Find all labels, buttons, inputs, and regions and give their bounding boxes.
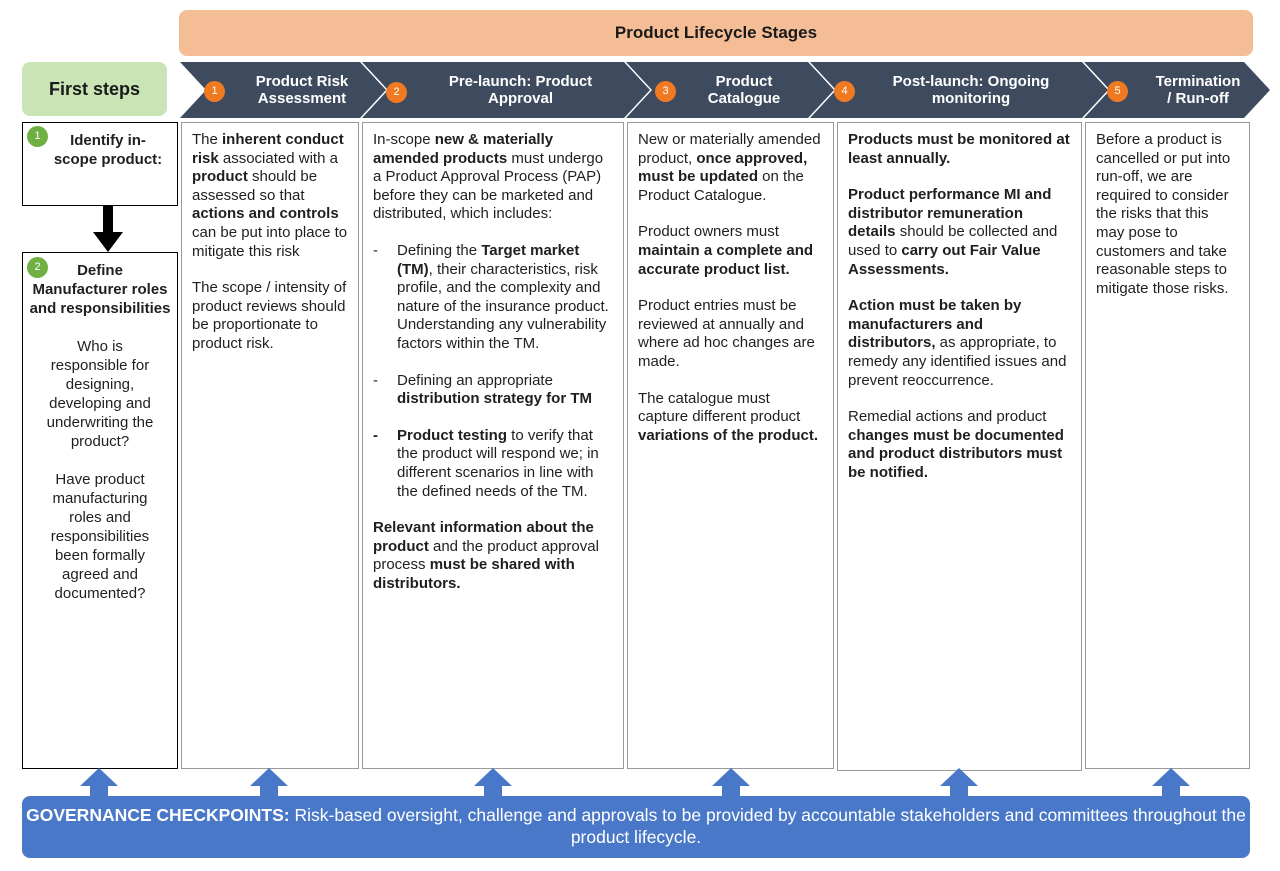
stage-2-para-1: In-scope new & materially amended produc… bbox=[373, 131, 604, 223]
stage-title-3a: Product bbox=[715, 73, 773, 90]
stage-title-1a: Product Risk bbox=[255, 73, 349, 90]
stage-title-2a: Pre-launch: Product bbox=[448, 73, 593, 90]
up-arrow-icon bbox=[474, 768, 512, 798]
first-steps-header: First steps bbox=[22, 62, 167, 116]
first-step-2-badge: 2 bbox=[27, 257, 48, 278]
first-step-1-label: Identify in-scope product: bbox=[53, 132, 163, 168]
up-arrow-icon bbox=[80, 768, 118, 798]
stage-2-para-2: Relevant information about the product a… bbox=[373, 519, 599, 592]
stage-title-3b: Catalogue bbox=[707, 90, 781, 107]
stage-3-para-2: Product owners must maintain a complete … bbox=[638, 223, 814, 278]
stage-4-para-2: Product performance MI and distributor r… bbox=[848, 186, 1058, 278]
stage-badge-1: 1 bbox=[204, 81, 225, 102]
stage-3-para-3: Product entries must be reviewed at annu… bbox=[638, 297, 815, 370]
first-step-2-question-1: Who is responsible for designing, develo… bbox=[46, 338, 154, 450]
stage-title-5a: Termination bbox=[1155, 73, 1241, 90]
stage-1-para-1: The inherent conduct risk associated wit… bbox=[192, 131, 348, 260]
stage-3-para-4: The catalogue must capture different pro… bbox=[638, 389, 819, 444]
stage-1-para-2: The scope / intensity of product reviews… bbox=[192, 279, 347, 352]
stage-2-content: In-scope new & materially amended produc… bbox=[362, 122, 624, 769]
up-arrow-icon bbox=[940, 768, 978, 798]
stage-3-para-1: New or materially amended product, once … bbox=[638, 131, 821, 204]
governance-banner: GOVERNANCE CHECKPOINTS: Risk-based overs… bbox=[22, 796, 1250, 858]
stage-badge-3: 3 bbox=[655, 81, 676, 102]
governance-label: GOVERNANCE CHECKPOINTS: bbox=[26, 805, 290, 825]
stage-head-3: 3 Product Catalogue bbox=[650, 62, 810, 118]
stage-title-4b: monitoring bbox=[931, 90, 1011, 107]
stage-4-para-1: Products must be monitored at least annu… bbox=[848, 131, 1070, 167]
stage-5-para-1: Before a product is cancelled or put int… bbox=[1096, 131, 1231, 297]
stage-head-5: 5 Termination / Run-off bbox=[1102, 62, 1262, 118]
stage-4-para-4: Remedial actions and product changes mus… bbox=[848, 408, 1064, 481]
first-steps-title: First steps bbox=[48, 78, 141, 99]
up-arrow-icon bbox=[250, 768, 288, 798]
stage-2-list-item-1: Defining the Target market (TM), their c… bbox=[373, 242, 613, 354]
stage-head-1: 1 Product Risk Assessment bbox=[200, 62, 370, 118]
first-step-2-question-2: Have product manufacturing roles and res… bbox=[50, 471, 150, 602]
stage-1-content: The inherent conduct risk associated wit… bbox=[181, 122, 359, 769]
first-step-2-box: 2 Define Manufacturer roles and responsi… bbox=[22, 252, 178, 769]
banner-title: Product Lifecycle Stages bbox=[614, 23, 818, 42]
stage-title-2b: Approval bbox=[487, 90, 553, 107]
up-arrow-icon bbox=[1152, 768, 1190, 798]
stage-2-list-item-2: Defining an appropriate distribution str… bbox=[373, 372, 613, 409]
down-arrow-icon bbox=[93, 206, 123, 252]
governance-text: Risk-based oversight, challenge and appr… bbox=[289, 805, 1246, 847]
stage-title-1b: Assessment bbox=[257, 90, 347, 107]
stage-badge-2: 2 bbox=[386, 82, 407, 103]
stage-title-5b: / Run-off bbox=[1167, 90, 1229, 107]
lifecycle-banner: Product Lifecycle Stages bbox=[179, 10, 1253, 56]
first-step-2-title: Define Manufacturer roles and responsibi… bbox=[29, 262, 171, 317]
up-arrow-icon bbox=[712, 768, 750, 798]
stage-badge-5: 5 bbox=[1107, 81, 1128, 102]
stage-5-content: Before a product is cancelled or put int… bbox=[1085, 122, 1250, 769]
stage-2-list: Defining the Target market (TM), their c… bbox=[373, 242, 613, 501]
stage-4-para-3: Action must be taken by manufacturers an… bbox=[848, 297, 1067, 389]
stage-2-list-item-3: Product testing to verify that the produ… bbox=[373, 427, 613, 501]
stage-badge-4: 4 bbox=[834, 81, 855, 102]
stage-head-4: 4 Post-launch: Ongoing monitoring bbox=[828, 62, 1084, 118]
first-step-1-badge: 1 bbox=[27, 126, 48, 147]
stage-4-content: Products must be monitored at least annu… bbox=[837, 122, 1082, 771]
first-step-1-box: 1 Identify in-scope product: bbox=[22, 122, 178, 206]
stage-title-4a: Post-launch: Ongoing bbox=[892, 73, 1050, 90]
stage-3-content: New or materially amended product, once … bbox=[627, 122, 834, 769]
stage-head-2: 2 Pre-launch: Product Approval bbox=[383, 62, 628, 118]
